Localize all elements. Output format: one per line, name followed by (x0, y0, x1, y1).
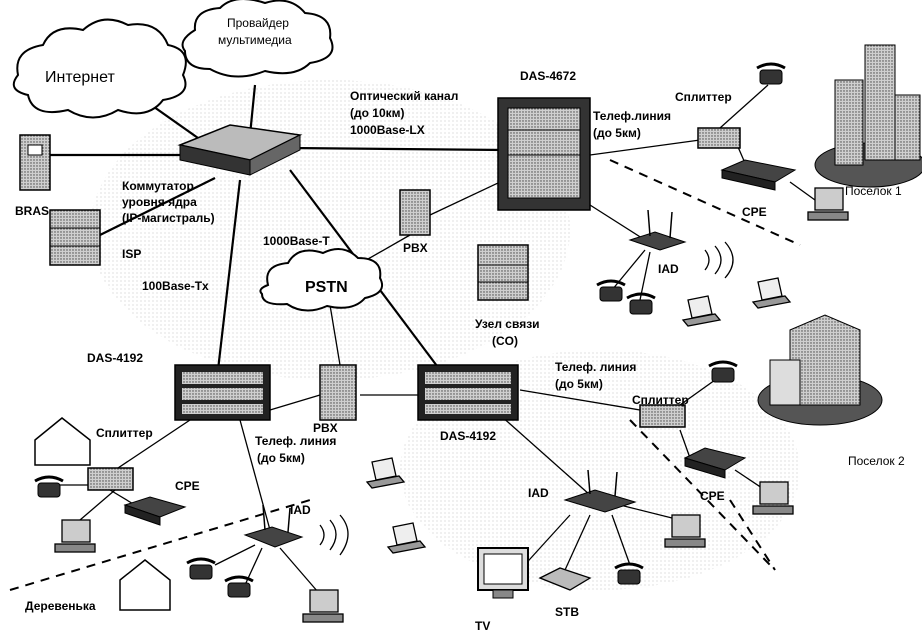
label-1000base-t: 1000Base-T (263, 234, 330, 248)
label-cpe-left: CPE (175, 479, 200, 493)
label-cpe-right: CPE (700, 489, 725, 503)
label-optic-2: (до 10км) (350, 106, 405, 120)
pbx-mid (320, 365, 356, 420)
label-tel-left-2: (до 5км) (257, 451, 305, 465)
splitter-left (88, 468, 133, 490)
splitter-right (640, 405, 685, 427)
label-isp: ISP (122, 247, 141, 261)
cloud-label-provider-2: мультимедиа (218, 33, 292, 47)
label-iad-left: IAD (290, 503, 311, 517)
bras-server (20, 135, 50, 190)
label-village-3: Деревенька (25, 599, 96, 613)
label-switch-3: (IP-магистраль) (122, 211, 215, 225)
label-stb: STB (555, 605, 579, 619)
iad-top (630, 210, 685, 250)
cpe-top (722, 160, 795, 190)
label-tv: TV (475, 619, 490, 633)
label-das-4192-left: DAS-4192 (87, 351, 143, 365)
label-tel-right-2: (до 5км) (555, 377, 603, 391)
label-splitter-right: Сплиттер (632, 393, 689, 407)
cloud-label-provider-1: Провайдер (227, 16, 289, 30)
co-node (478, 245, 528, 300)
cloud-label-pstn: PSTN (305, 279, 348, 296)
cpe-left (125, 497, 185, 525)
label-100base-tx: 100Base-Tx (142, 279, 209, 293)
label-village-1: Поселок 1 (845, 184, 902, 198)
label-node-1: Узел связи (475, 317, 540, 331)
label-switch-2: уровня ядра (122, 195, 197, 209)
label-splitter-top: Сплиттер (675, 90, 732, 104)
label-das-4672: DAS-4672 (520, 69, 576, 83)
label-pbx-mid: PBX (313, 421, 338, 435)
tv-set (478, 548, 528, 598)
label-optic-3: 1000Base-LX (350, 123, 425, 137)
cloud-label-internet: Интернет (45, 69, 115, 86)
pbx-top (400, 190, 430, 235)
isp-rack (50, 210, 100, 265)
das-4672-cabinet (498, 98, 590, 210)
village-2-buildings (758, 315, 882, 425)
label-node-2: (CO) (492, 334, 518, 348)
label-optic-1: Оптический канал (350, 89, 458, 103)
label-tel-top-2: (до 5км) (593, 126, 641, 140)
label-cpe-top: CPE (742, 205, 767, 219)
label-splitter-left: Сплиттер (96, 426, 153, 440)
label-iad-top: IAD (658, 262, 679, 276)
das-4192-right (418, 365, 518, 420)
village-1-buildings (815, 45, 922, 187)
label-tel-right-1: Телеф. линия (555, 360, 636, 374)
label-switch-1: Коммутатор (122, 179, 194, 193)
label-das-4192-right: DAS-4192 (440, 429, 496, 443)
label-village-2: Поселок 2 (848, 454, 905, 468)
das-4192-left (175, 365, 270, 420)
label-bras: BRAS (15, 204, 49, 218)
label-tel-left-1: Телеф. линия (255, 434, 336, 448)
label-pbx-top: PBX (403, 241, 428, 255)
label-tel-top-1: Телеф.линия (593, 109, 671, 123)
splitter-top (698, 128, 740, 148)
label-iad-right: IAD (528, 486, 549, 500)
